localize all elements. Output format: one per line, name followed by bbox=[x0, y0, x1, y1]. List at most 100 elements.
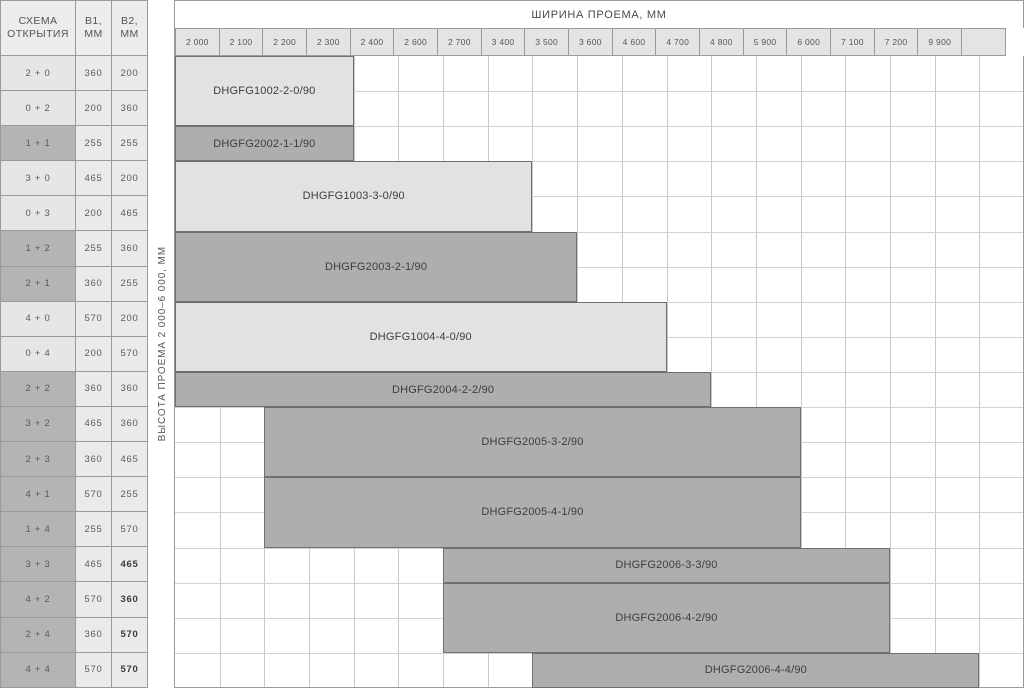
cell-b2: 360 bbox=[111, 230, 148, 267]
x-axis-title: ШИРИНА ПРОЕМА, ММ bbox=[175, 0, 1024, 28]
x-tick-label: 4 600 bbox=[611, 28, 657, 56]
chart-bar: DHGFG2005-4-1/90 bbox=[264, 477, 801, 548]
cell-b1: 570 bbox=[75, 651, 112, 688]
cell-b1: 360 bbox=[75, 616, 112, 653]
gridline-vertical bbox=[845, 56, 847, 687]
cell-b2: 570 bbox=[111, 651, 148, 688]
cell-b2: 200 bbox=[111, 160, 148, 197]
chart-bar: DHGFG2003-2-1/90 bbox=[175, 231, 578, 302]
chart-bar-label: DHGFG2006-4-2/90 bbox=[615, 611, 718, 624]
chart-bar-label: DHGFG2005-3-2/90 bbox=[481, 436, 584, 449]
cell-b2: 570 bbox=[111, 511, 148, 548]
chart-bar-label: DHGFG2006-4-4/90 bbox=[704, 664, 807, 677]
gridline-horizontal bbox=[175, 231, 1023, 233]
gridline-horizontal bbox=[175, 266, 1023, 268]
cell-b1: 255 bbox=[75, 125, 112, 162]
cell-scheme: 0 + 4 bbox=[0, 335, 76, 372]
chart-bar: DHGFG2005-3-2/90 bbox=[264, 407, 801, 478]
x-tick-label: 6 000 bbox=[786, 28, 832, 56]
gridline-vertical bbox=[889, 56, 891, 687]
cell-b1: 255 bbox=[75, 230, 112, 267]
x-tick-label: 2 300 bbox=[306, 28, 351, 56]
cell-scheme: 1 + 4 bbox=[0, 511, 76, 548]
x-tick-label-extra bbox=[961, 28, 1006, 56]
chart-bar-label: DHGFG2006-3-3/90 bbox=[615, 559, 718, 572]
cell-scheme: 4 + 1 bbox=[0, 476, 76, 513]
cell-b2: 570 bbox=[111, 616, 148, 653]
cell-b1: 255 bbox=[75, 511, 112, 548]
chart-bar: DHGFG2002-1-1/90 bbox=[175, 126, 354, 162]
chart-bar: DHGFG2004-2-2/90 bbox=[175, 372, 712, 408]
y-axis-title: ВЫСОТА ПРОЕМА 2 000–6 000, ММ bbox=[150, 0, 175, 688]
x-tick-label: 5 900 bbox=[742, 28, 788, 56]
cell-b1: 570 bbox=[75, 476, 112, 513]
chart-bar-label: DHGFG1003-3-0/90 bbox=[302, 190, 405, 203]
chart-bar-label: DHGFG2004-2-2/90 bbox=[391, 383, 495, 396]
cell-scheme: 3 + 3 bbox=[0, 546, 76, 583]
x-tick-label: 2 400 bbox=[349, 28, 395, 56]
chart-bar: DHGFG1004-4-0/90 bbox=[175, 301, 667, 372]
cell-b1: 465 bbox=[75, 160, 112, 197]
cell-scheme: 4 + 0 bbox=[0, 300, 76, 337]
cell-b2: 255 bbox=[111, 265, 148, 302]
header-b2: B2, ММ bbox=[111, 0, 148, 56]
x-tick-label: 2 600 bbox=[393, 28, 439, 56]
cell-b2: 570 bbox=[111, 335, 148, 372]
gridline-vertical bbox=[755, 56, 757, 687]
cell-b2: 465 bbox=[111, 546, 148, 583]
x-tick-label: 7 100 bbox=[830, 28, 875, 56]
chart-bar: DHGFG2006-3-3/90 bbox=[443, 547, 890, 583]
cell-b1: 360 bbox=[75, 370, 112, 407]
x-tick-label: 3 400 bbox=[480, 28, 526, 56]
chart-bar: DHGFG1002-2-0/90 bbox=[175, 56, 354, 127]
cell-scheme: 4 + 4 bbox=[0, 651, 76, 688]
header-scheme-line2: ОТКРЫТИЯ bbox=[7, 28, 69, 40]
chart-bar: DHGFG2006-4-4/90 bbox=[532, 652, 980, 688]
gridline-vertical bbox=[979, 56, 981, 687]
cell-scheme: 4 + 2 bbox=[0, 581, 76, 618]
cell-b2: 255 bbox=[111, 476, 148, 513]
x-axis-title-text: ШИРИНА ПРОЕМА, ММ bbox=[531, 8, 667, 21]
x-tick-label: 2 700 bbox=[437, 28, 482, 56]
cell-b1: 570 bbox=[75, 581, 112, 618]
header-b2-line2: ММ bbox=[120, 28, 139, 40]
x-tick-label: 3 500 bbox=[524, 28, 570, 56]
header-scheme-line1: СХЕМА bbox=[18, 14, 58, 27]
cell-b2: 465 bbox=[111, 441, 148, 478]
cell-scheme: 1 + 1 bbox=[0, 125, 76, 162]
cell-scheme: 0 + 2 bbox=[0, 90, 76, 127]
gridline-horizontal bbox=[175, 126, 1023, 128]
cell-b1: 360 bbox=[75, 265, 112, 302]
chart-bar-label: DHGFG2002-1-1/90 bbox=[213, 137, 316, 150]
cell-b1: 570 bbox=[75, 300, 112, 337]
cell-b2: 360 bbox=[111, 581, 148, 618]
x-tick-label: 7 200 bbox=[873, 28, 919, 56]
cell-scheme: 2 + 1 bbox=[0, 265, 76, 302]
cell-b2: 360 bbox=[111, 405, 148, 443]
chart-bar: DHGFG1003-3-0/90 bbox=[175, 161, 533, 232]
cell-scheme: 2 + 2 bbox=[0, 370, 76, 407]
cell-b2: 465 bbox=[111, 195, 148, 232]
chart-bar: DHGFG2006-4-2/90 bbox=[443, 582, 890, 653]
cell-scheme: 0 + 3 bbox=[0, 195, 76, 232]
cell-b1: 465 bbox=[75, 405, 112, 443]
cell-b1: 200 bbox=[75, 335, 112, 372]
x-tick-label: 2 100 bbox=[218, 28, 264, 56]
gridline-vertical bbox=[711, 56, 713, 687]
cell-scheme: 3 + 2 bbox=[0, 405, 76, 443]
cell-scheme: 2 + 3 bbox=[0, 441, 76, 478]
